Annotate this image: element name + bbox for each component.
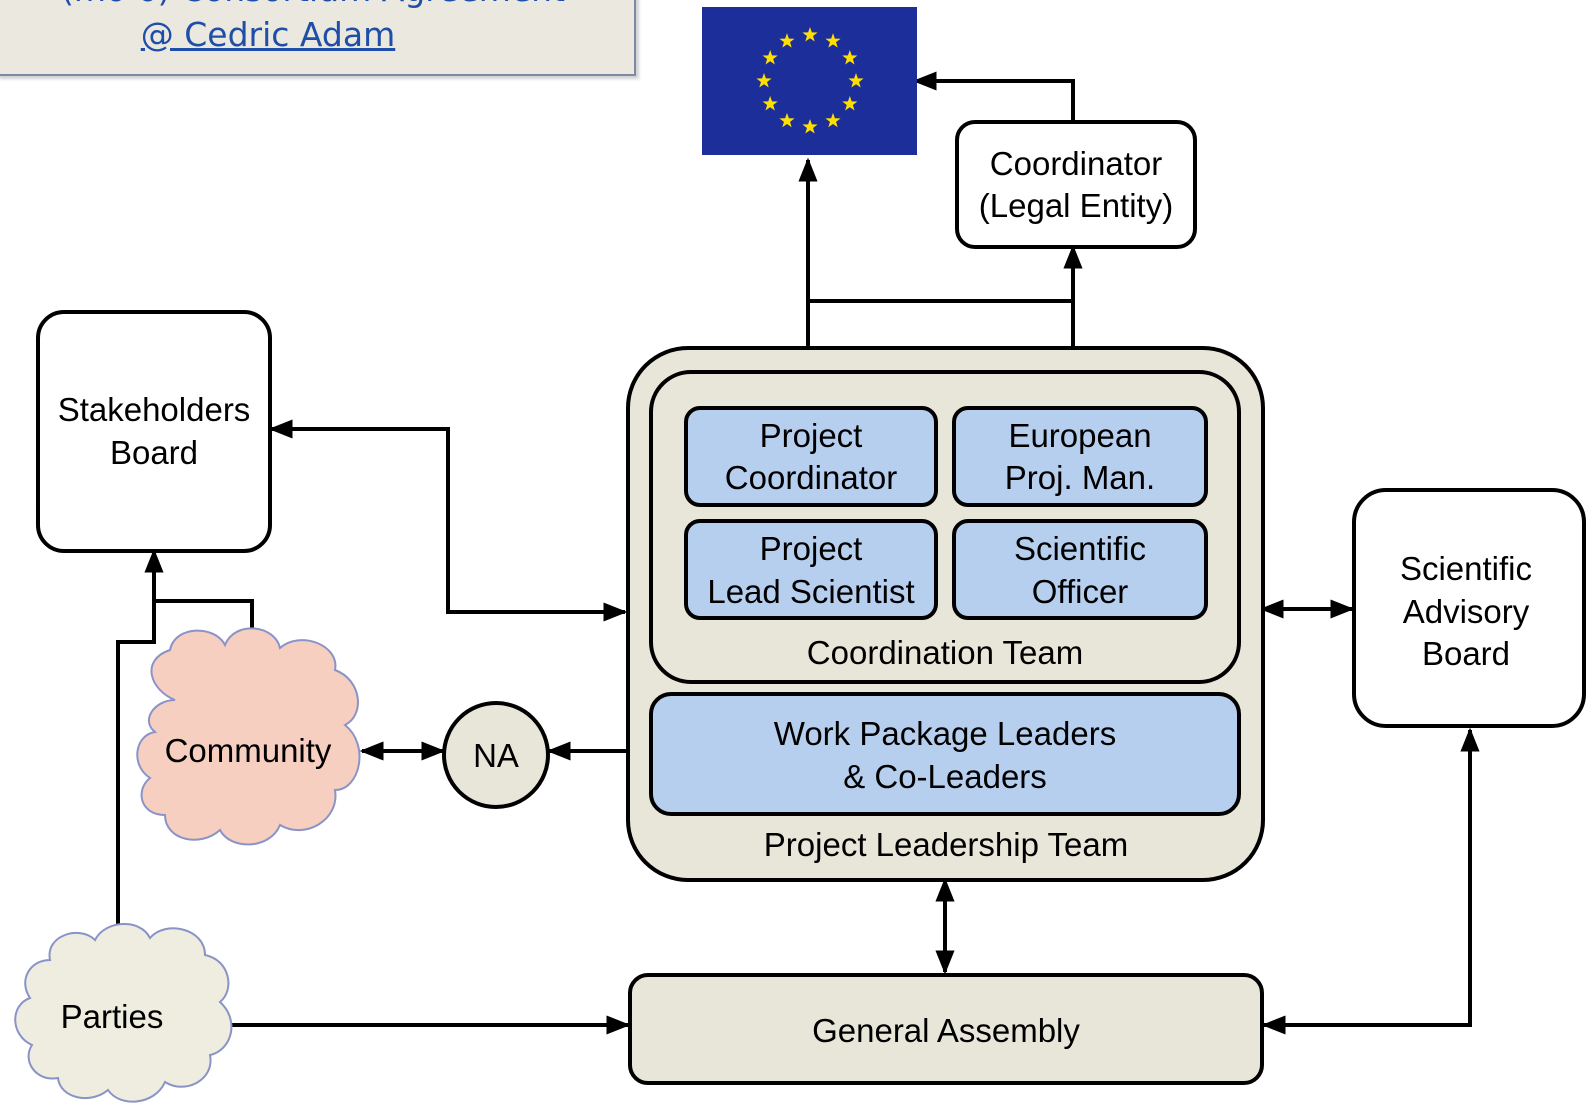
- eu-star: [848, 73, 864, 88]
- parties-cloud: Parties: [14, 923, 233, 1103]
- community-cloud: Community: [136, 627, 361, 846]
- arrow-coordinator-to-eu: [912, 71, 1075, 122]
- eu-star: [762, 50, 778, 65]
- wp-line1: Work Package Leaders: [774, 715, 1116, 752]
- pc-line2: Coordinator: [725, 459, 897, 496]
- eu-star: [842, 96, 858, 111]
- eu-star: [825, 33, 841, 48]
- project-leadership-team: Project Leadership Team Coordination Tea…: [626, 346, 1265, 882]
- wp-leaders-box: Work Package Leaders & Co-Leaders: [649, 692, 1241, 816]
- coordination-team: Coordination Team Project Coordinator Eu…: [649, 370, 1241, 684]
- eu-star: [825, 112, 841, 128]
- project-coordinator-box: Project Coordinator: [684, 406, 938, 507]
- scientific-advisory-board-box: Scientific Advisory Board: [1352, 488, 1586, 728]
- pc-line1: Project: [760, 417, 863, 454]
- eu-star: [802, 119, 818, 134]
- leadership-team-label: Project Leadership Team: [764, 826, 1128, 863]
- coordinator-legal-entity-box: Coordinator (Legal Entity): [955, 120, 1197, 249]
- coordinator-legal-line2: (Legal Entity): [979, 187, 1173, 224]
- note-author-link[interactable]: @ Cedric Adam: [140, 15, 396, 54]
- sab-line1: Scientific: [1400, 550, 1532, 587]
- arrow-ga-sab: [1261, 727, 1480, 1035]
- eu-star: [756, 73, 772, 88]
- eu-star: [779, 112, 795, 128]
- parties-label: Parties: [61, 998, 164, 1035]
- general-assembly-label: General Assembly: [812, 1012, 1080, 1049]
- eu-star: [762, 96, 778, 111]
- general-assembly-box: General Assembly: [628, 973, 1264, 1085]
- eu-star: [779, 33, 795, 48]
- eu-star: [802, 27, 818, 42]
- epm-line1: European: [1008, 417, 1151, 454]
- pls-line1: Project: [760, 530, 863, 567]
- na-label: NA: [473, 737, 519, 774]
- sab-line3: Board: [1422, 635, 1510, 672]
- coordinator-legal-line1: Coordinator: [990, 145, 1162, 182]
- project-lead-scientist-box: Project Lead Scientist: [684, 519, 938, 620]
- eu-stars: [756, 27, 864, 134]
- arrow-stakeholders-leadership: [268, 419, 628, 622]
- connectors: [116, 71, 1480, 1035]
- consortium-note: (mo 6) Consortium Agreement @ Cedric Ada…: [0, 0, 636, 76]
- sab-line2: Advisory: [1403, 593, 1530, 630]
- eu-flag: [702, 7, 917, 155]
- epm-line2: Proj. Man.: [1005, 459, 1155, 496]
- coordination-team-label: Coordination Team: [807, 634, 1083, 671]
- eu-star: [842, 50, 858, 65]
- arrow-parties-to-stakeholders: [116, 548, 164, 930]
- pls-line2: Lead Scientist: [707, 573, 914, 610]
- stakeholders-line2: Board: [110, 434, 198, 471]
- stakeholders-board-box: Stakeholders Board: [36, 310, 272, 553]
- na-node: NA: [442, 701, 550, 809]
- community-label: Community: [165, 732, 332, 769]
- stakeholders-line1: Stakeholders: [58, 391, 251, 428]
- european-proj-man-box: European Proj. Man.: [952, 406, 1208, 507]
- wp-line2: & Co-Leaders: [843, 758, 1047, 795]
- so-line1: Scientific: [1014, 530, 1146, 567]
- scientific-officer-box: Scientific Officer: [952, 519, 1208, 620]
- note-title: (mo 6) Consortium Agreement: [0, 0, 628, 9]
- so-line2: Officer: [1032, 573, 1129, 610]
